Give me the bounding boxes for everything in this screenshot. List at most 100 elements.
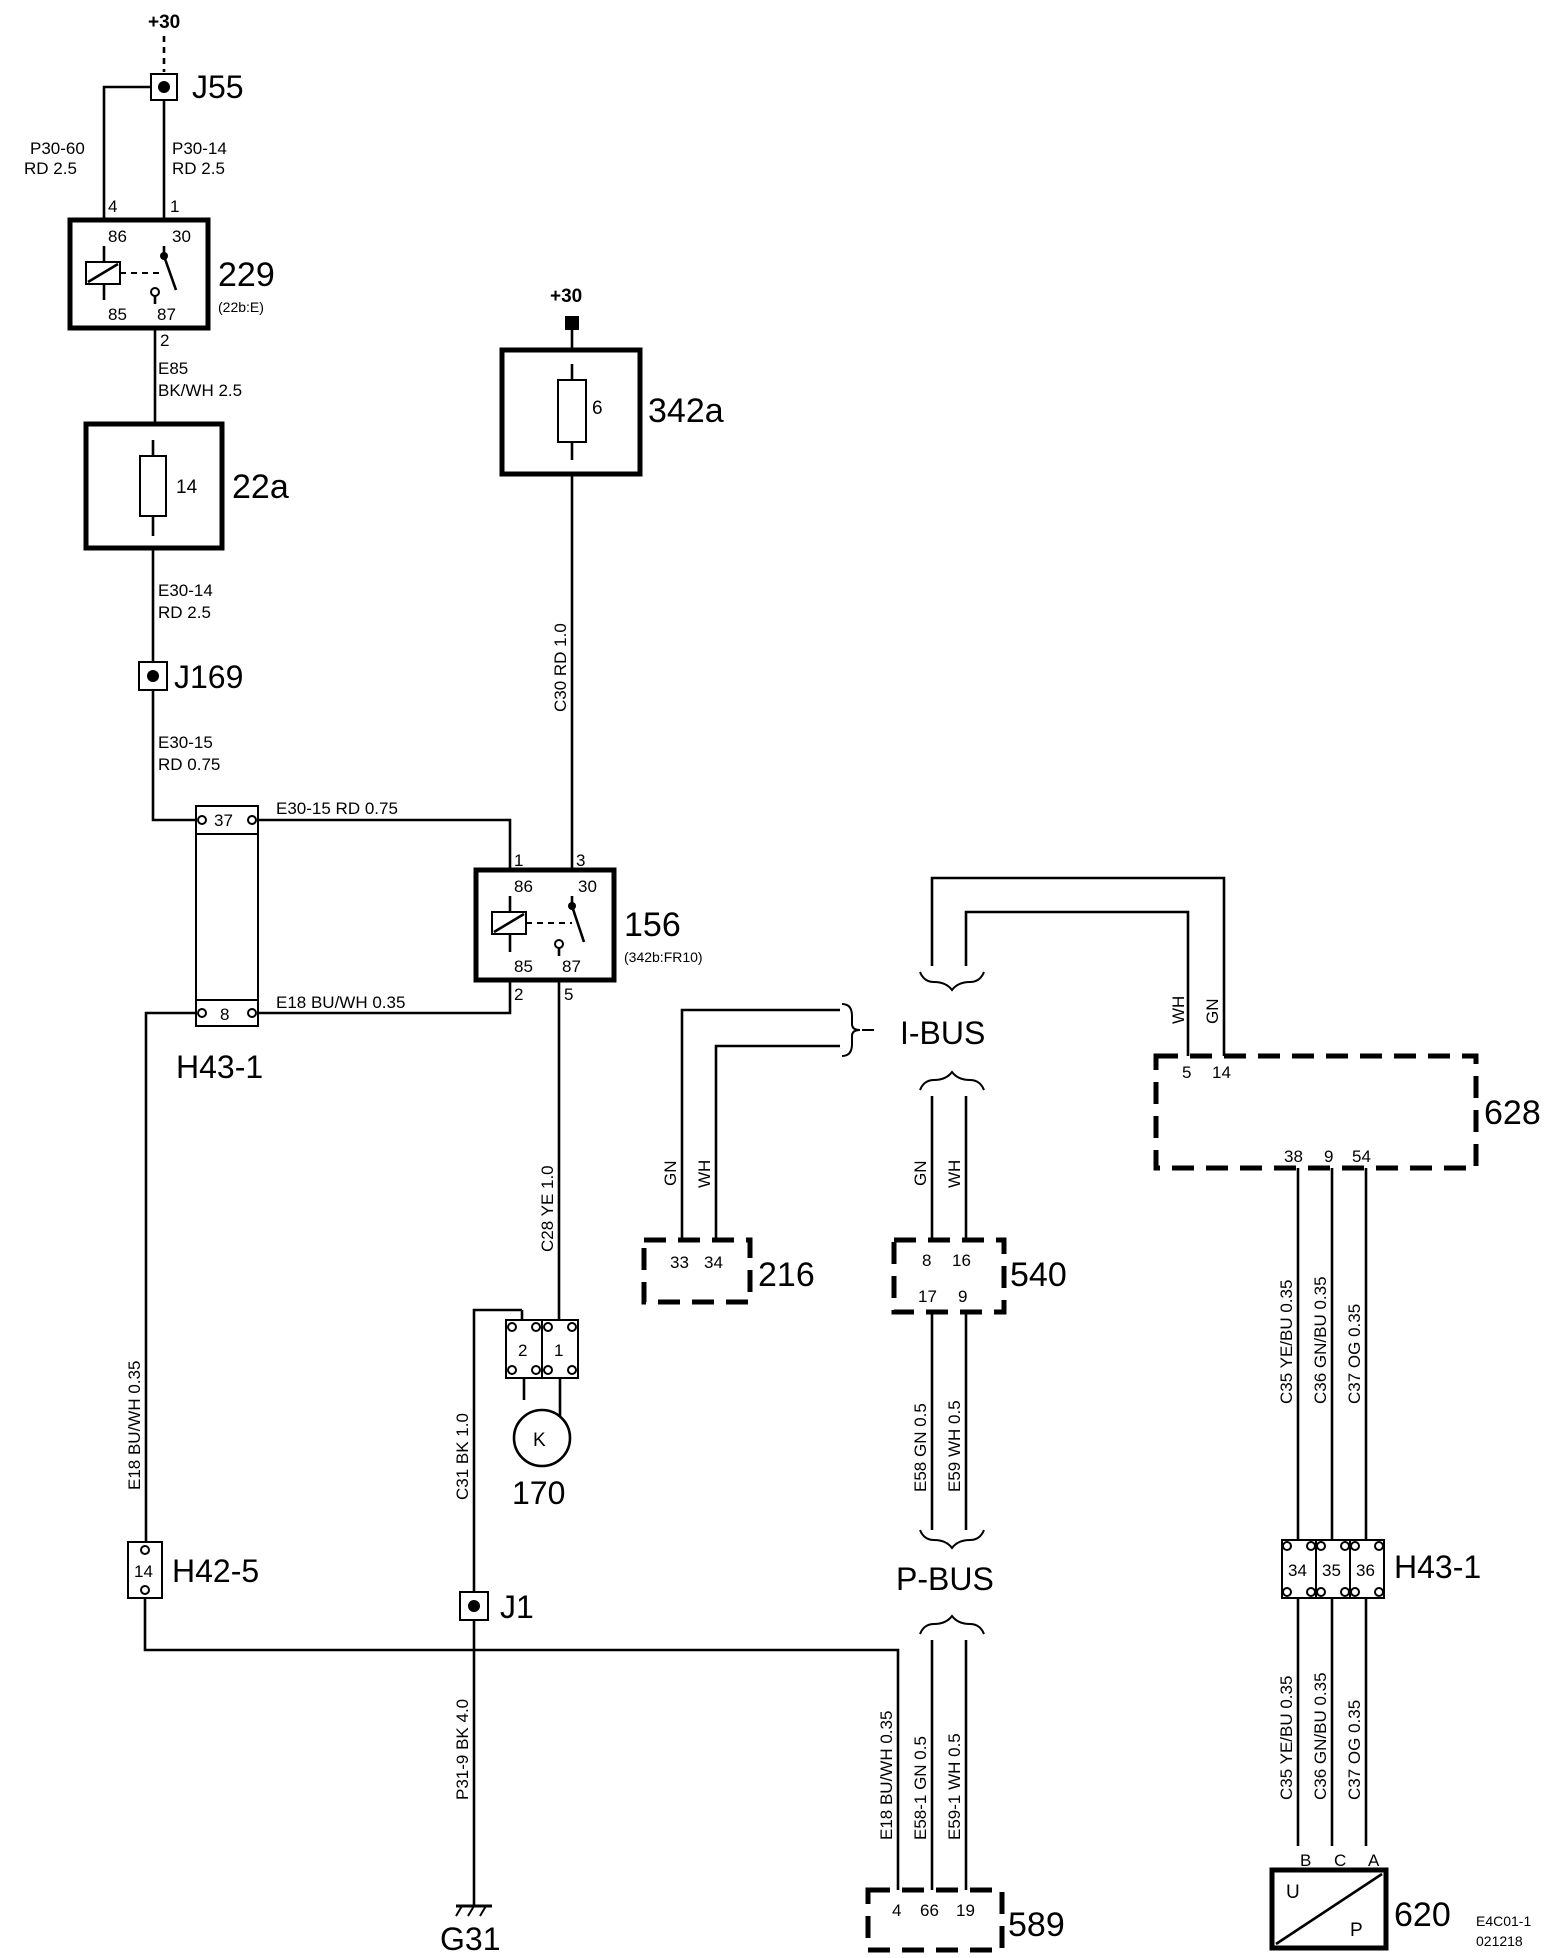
wire-c35-upper-label: C35 YE/BU 0.35 (1277, 1280, 1296, 1404)
connector-540-pin-16: 16 (952, 1251, 971, 1270)
wire-540-wh-label: WH (945, 1160, 964, 1188)
connector-h42-5: 14 H42-5 (127, 1541, 259, 1599)
sensor620-id: 620 (1394, 1896, 1451, 1934)
wire-c35-lower-label: C35 YE/BU 0.35 (1277, 1676, 1296, 1800)
relay229-pin-87: 87 (157, 305, 176, 324)
ibus-brace-bottom (919, 1070, 985, 1091)
wire-c37-lower-label: C37 OG 0.35 (1345, 1700, 1364, 1800)
relay229-pin-86: 86 (108, 227, 127, 246)
connector-216-pin-34: 34 (704, 1253, 723, 1272)
wire-c30-label: C30 RD 1.0 (551, 623, 570, 712)
connector-216: 33 34 216 (641, 1237, 815, 1305)
module-628-pin-38: 38 (1284, 1147, 1303, 1166)
h43-left-label: H43-1 (176, 1049, 263, 1085)
relay229-pin-85: 85 (108, 305, 127, 324)
wire-216-wh (714, 1044, 840, 1092)
wire-c36-lower-label: C36 GN/BU 0.35 (1311, 1672, 1330, 1800)
pbus-brace-bottom (919, 1614, 985, 1635)
h43-right-pin-34: 34 (1288, 1561, 1307, 1580)
connector-h43-1-left: 37 8 H43-1 (176, 805, 263, 1085)
connector-589-id: 589 (1008, 1906, 1065, 1944)
wire-e18-horizontal (258, 980, 512, 1015)
wire-c31 (472, 1308, 522, 1592)
motor170-id: 170 (512, 1475, 565, 1511)
relay156-pin-86: 86 (514, 877, 533, 896)
connector-589-pin-4: 4 (892, 1901, 901, 1920)
relay229-outer-pin-2: 2 (160, 331, 169, 350)
junction-j169-label: J169 (174, 659, 243, 695)
wire-c31-label: C31 BK 1.0 (453, 1413, 472, 1500)
module-628-pin-9: 9 (1324, 1147, 1333, 1166)
connector-540-pin-8: 8 (922, 1251, 931, 1270)
wire-c36-upper-label: C36 GN/BU 0.35 (1311, 1276, 1330, 1404)
ibus-brace-left (841, 1003, 861, 1057)
sensor620-pin-c: C (1334, 1851, 1346, 1870)
wire-p30-14-spec: RD 2.5 (172, 159, 225, 178)
junction-j55-label: J55 (192, 69, 244, 105)
connector-540-pin-17: 17 (918, 1287, 937, 1306)
wire-e30-15-vertical (151, 690, 196, 822)
wire-216-gn (680, 1008, 840, 1092)
module-628-pin-14: 14 (1212, 1063, 1231, 1082)
wire-p30-60-spec: RD 2.5 (24, 159, 77, 178)
junction-j169: J169 (138, 659, 243, 695)
fuse-342a: 6 342a (499, 347, 724, 477)
pbus-label: P-BUS (896, 1561, 994, 1597)
wire-e85-code: E85 (158, 359, 188, 378)
wire-p31-9-label: P31-9 BK 4.0 (453, 1699, 472, 1800)
h43-right-pin-36: 36 (1356, 1561, 1375, 1580)
wire-e18-v-label: E18 BU/WH 0.35 (125, 1361, 144, 1490)
wire-540-gn-label: GN (911, 1161, 930, 1187)
wire-e30-15-horizontal (258, 818, 512, 870)
connector-589-pin-19: 19 (956, 1901, 975, 1920)
relay229-outer-pin-4: 4 (108, 197, 117, 216)
supply-label-mid: +30 (550, 286, 582, 307)
wire-628-gn-label: GN (1203, 999, 1222, 1025)
wire-p30-60-code: P30-60 (30, 139, 85, 158)
ground-g31-label: G31 (440, 1921, 500, 1957)
wire-e18-to-589 (143, 1598, 900, 1890)
connector-h43-1-right: 34 35 36 H43-1 (1281, 1539, 1481, 1599)
relay229-outer-pin-1: 1 (170, 197, 179, 216)
relay229-ref: (22b:E) (218, 299, 264, 315)
ibus-label: I-BUS (900, 1015, 985, 1051)
relay229-id: 229 (218, 256, 275, 294)
relay156-pin-87: 87 (562, 957, 581, 976)
footer-code: E4C01-1 (1476, 1913, 1531, 1929)
sensor-620: B C A U P 620 (1269, 1851, 1451, 1951)
motor170-symbol: K (533, 1430, 546, 1451)
h42-5-label: H42-5 (172, 1553, 259, 1589)
module-628-pin-54: 54 (1352, 1147, 1371, 1166)
connector-540-id: 540 (1010, 1256, 1067, 1294)
h43-left-pin-8: 8 (220, 1005, 229, 1024)
connector-540: 8 16 17 9 540 (891, 1237, 1067, 1315)
wire-ibus-gn-628 (930, 876, 1226, 1056)
wire-c28-label: C28 YE 1.0 (538, 1165, 557, 1252)
wire-e18-vertical (144, 1011, 196, 1542)
module-628-id: 628 (1484, 1094, 1541, 1132)
connector-589-pin-66: 66 (920, 1901, 939, 1920)
wire-e18b-label: E18 BU/WH 0.35 (877, 1711, 896, 1840)
wire-c37-upper-label: C37 OG 0.35 (1345, 1304, 1364, 1404)
junction-j55: J55 (150, 69, 244, 105)
wire-216-wh-label: WH (695, 1160, 714, 1188)
connector-540-pin-9: 9 (958, 1287, 967, 1306)
ground-g31: G31 (440, 1904, 500, 1957)
fuse22a-number: 14 (176, 477, 198, 498)
wire-e85-spec: BK/WH 2.5 (158, 381, 242, 400)
wire-p30-60 (102, 85, 151, 220)
sensor620-u: U (1286, 1882, 1300, 1903)
motor-170: 2 1 K 170 (505, 1319, 579, 1511)
footer-date: 021218 (1476, 1933, 1523, 1949)
sensor620-p: P (1350, 1920, 1363, 1941)
wire-e30-15-code: E30-15 (158, 733, 213, 752)
wire-e58-1-label: E58-1 GN 0.5 (911, 1736, 930, 1840)
wire-ibus-wh-628 (964, 910, 1190, 1056)
wire-e30-15-spec: RD 0.75 (158, 755, 220, 774)
relay156-outer-pin-1: 1 (514, 851, 523, 870)
relay156-outer-pin-3: 3 (576, 851, 585, 870)
relay156-ref: (342b:FR10) (624, 949, 703, 965)
wire-e30-14-spec: RD 2.5 (158, 603, 211, 622)
sensor620-pin-a: A (1368, 1851, 1380, 1870)
